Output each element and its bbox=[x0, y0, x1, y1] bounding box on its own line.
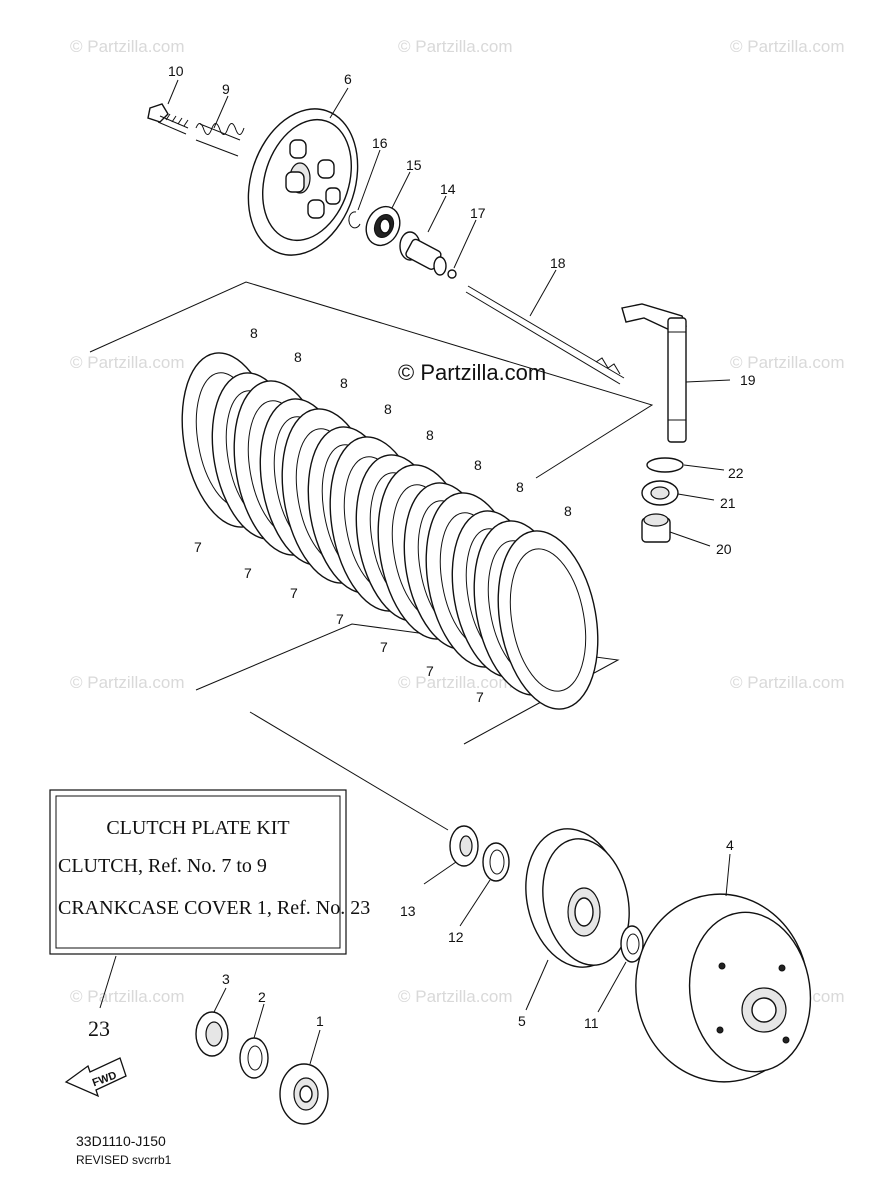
clutch-plate-stack bbox=[181, 352, 599, 710]
callout-21: 21 bbox=[720, 495, 736, 511]
callout-2: 2 bbox=[258, 989, 266, 1005]
copyright-notice: © Partzilla.com bbox=[398, 360, 546, 385]
callout-8: 8 bbox=[564, 503, 572, 519]
lever-shaft-part-19 bbox=[621, 303, 687, 443]
callout-10: 10 bbox=[168, 63, 184, 79]
clip-part-22 bbox=[646, 457, 684, 473]
callout-labels: 10 9 6 16 15 14 17 18 19 22 21 20 8 8 8 … bbox=[168, 63, 756, 1031]
clutch-plate bbox=[497, 530, 599, 710]
seal-part-3 bbox=[195, 1011, 229, 1057]
callout-8: 8 bbox=[516, 479, 524, 495]
callout-15: 15 bbox=[406, 157, 422, 173]
callout-8: 8 bbox=[384, 401, 392, 417]
callout-14: 14 bbox=[440, 181, 456, 197]
watermark: © Partzilla.com bbox=[70, 987, 185, 1006]
clutch-boss-part-5 bbox=[525, 828, 630, 968]
callout-4: 4 bbox=[726, 837, 734, 853]
pressure-plate-part-6 bbox=[247, 108, 359, 256]
callout-20: 20 bbox=[716, 541, 732, 557]
callout-8: 8 bbox=[250, 325, 258, 341]
watermark: © Partzilla.com bbox=[398, 673, 513, 692]
callout-1: 1 bbox=[316, 1013, 324, 1029]
watermark: © Partzilla.com bbox=[70, 353, 185, 372]
washer-part-2 bbox=[239, 1037, 269, 1079]
callout-13: 13 bbox=[400, 903, 416, 919]
callout-8: 8 bbox=[474, 457, 482, 473]
forward-arrow-icon: FWD bbox=[64, 1057, 127, 1098]
push-rod-part-18 bbox=[465, 285, 625, 385]
callout-16: 16 bbox=[372, 135, 388, 151]
gear-part-1 bbox=[279, 1063, 329, 1125]
callout-7: 7 bbox=[336, 611, 344, 627]
callout-9: 9 bbox=[222, 81, 230, 97]
watermark: © Partzilla.com bbox=[730, 673, 845, 692]
bushing-part-20 bbox=[641, 513, 671, 543]
kit-line-1: CLUTCH, Ref. No. 7 to 9 bbox=[58, 855, 267, 877]
callout-22: 22 bbox=[728, 465, 744, 481]
callout-7: 7 bbox=[244, 565, 252, 581]
watermark: © Partzilla.com bbox=[70, 37, 185, 56]
seal-part-21 bbox=[641, 480, 679, 506]
watermark: © Partzilla.com bbox=[398, 987, 513, 1006]
push-piece-part-14 bbox=[399, 231, 447, 276]
callout-7: 7 bbox=[380, 639, 388, 655]
callout-5: 5 bbox=[518, 1013, 526, 1029]
watermark: © Partzilla.com bbox=[70, 673, 185, 692]
callout-8: 8 bbox=[294, 349, 302, 365]
watermark: © Partzilla.com bbox=[730, 353, 845, 372]
callout-12: 12 bbox=[448, 929, 464, 945]
revised-note: REVISED svcrrb1 bbox=[76, 1153, 172, 1167]
watermark: © Partzilla.com bbox=[398, 37, 513, 56]
spring-part-9 bbox=[195, 123, 245, 157]
bearing-part-15 bbox=[365, 205, 401, 247]
callout-17: 17 bbox=[470, 205, 486, 221]
watermark: © Partzilla.com bbox=[730, 37, 845, 56]
callout-11: 11 bbox=[584, 1015, 599, 1031]
callout-7: 7 bbox=[194, 539, 202, 555]
clutch-plate-kit-box: CLUTCH PLATE KIT CLUTCH, Ref. No. 7 to 9… bbox=[49, 789, 370, 955]
callout-3: 3 bbox=[222, 971, 230, 987]
washer-part-12 bbox=[482, 842, 510, 882]
callout-7: 7 bbox=[476, 689, 484, 705]
circlip-part-16 bbox=[348, 211, 361, 229]
kit-line-2: CRANKCASE COVER 1, Ref. No. 23 bbox=[58, 897, 370, 919]
callout-7: 7 bbox=[426, 663, 434, 679]
leader-lines bbox=[99, 79, 731, 1065]
callout-6: 6 bbox=[344, 71, 352, 87]
kit-title: CLUTCH PLATE KIT bbox=[106, 817, 289, 839]
washer-part-13 bbox=[449, 825, 479, 867]
washer-part-11 bbox=[620, 925, 644, 963]
bolt-part-10 bbox=[147, 103, 189, 135]
callout-7: 7 bbox=[290, 585, 298, 601]
callout-18: 18 bbox=[550, 255, 566, 271]
watermark-layer: © Partzilla.com © Partzilla.com © Partzi… bbox=[70, 37, 845, 1006]
callout-19: 19 bbox=[740, 372, 756, 388]
callout-23: 23 bbox=[88, 1016, 110, 1041]
clutch-housing-part-4 bbox=[635, 893, 812, 1083]
diagram-code: 33D1110-J150 bbox=[76, 1133, 166, 1149]
callout-8: 8 bbox=[340, 375, 348, 391]
ball-part-17 bbox=[447, 269, 457, 279]
callout-8: 8 bbox=[426, 427, 434, 443]
